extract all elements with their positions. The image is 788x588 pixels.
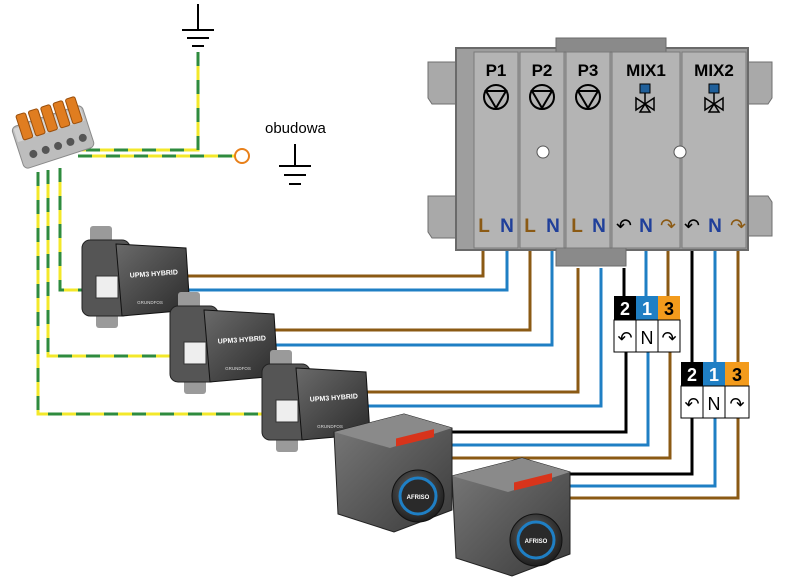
pump2-model: UPM3 HYBRID xyxy=(218,335,267,345)
wire-p2-live xyxy=(270,250,532,332)
terminal-mix2-close: ↶ xyxy=(684,216,700,237)
terminal-mix2-open: ↷ xyxy=(730,216,746,237)
terminal-p2-l: L xyxy=(524,216,536,237)
wire-act1-brown xyxy=(440,350,672,460)
earth-label: obudowa xyxy=(265,120,327,137)
pump3-model: UPM3 HYBRID xyxy=(310,393,359,403)
terminal-p1-l: L xyxy=(478,216,490,237)
circulation-pump-2: UPM3 HYBRID GRUNDFOS xyxy=(169,292,279,394)
wire-p1-live xyxy=(184,250,485,278)
pump2-brand: GRUNDFOS xyxy=(225,366,251,371)
tb2-num-1: 1 xyxy=(709,365,719,385)
tb2-label-open: ↷ xyxy=(729,394,744,414)
tb1-label-close: ↶ xyxy=(617,328,632,348)
wire-act2-brown xyxy=(552,418,740,500)
controller xyxy=(427,37,773,267)
terminal-mix2-n: N xyxy=(708,216,722,237)
tb1-num-3: 3 xyxy=(664,299,674,319)
channel-label-mix2: MIX2 xyxy=(694,61,734,80)
earth-symbol-housing xyxy=(279,144,311,185)
channel-label-p1: P1 xyxy=(486,61,507,80)
tb1-num-2: 2 xyxy=(620,299,630,319)
wire-p3-neutral xyxy=(358,268,603,408)
terminal-mix1-open: ↷ xyxy=(660,216,676,237)
valve-actuator-1: AFRISO xyxy=(333,413,453,533)
actuator2-brand: AFRISO xyxy=(525,539,548,545)
ground-wires xyxy=(36,52,276,416)
channel-label-p3: P3 xyxy=(578,61,599,80)
pump1-brand: GRUNDFOS xyxy=(137,300,163,305)
channel-label-p2: P2 xyxy=(532,61,553,80)
wire-act1-black xyxy=(440,350,628,434)
terminal-p1-n: N xyxy=(500,216,514,237)
tb2-label-close: ↶ xyxy=(684,394,699,414)
tb2-num-3: 3 xyxy=(732,365,742,385)
tb2-label-n: N xyxy=(708,394,721,414)
wire-act2-blue xyxy=(552,418,717,488)
valve-symbol-icon xyxy=(635,83,724,113)
wire-p1-neutral xyxy=(184,250,509,292)
wago-connector xyxy=(11,96,95,169)
wire-p2-neutral xyxy=(270,250,554,347)
housing-earth-terminal xyxy=(234,148,250,164)
terminal-p3-n: N xyxy=(592,216,606,237)
pump-symbol-icon xyxy=(483,84,601,110)
channel-label-mix1: MIX1 xyxy=(626,61,666,80)
terminal-p3-l: L xyxy=(571,216,583,237)
wires xyxy=(36,52,740,500)
terminal-mix1-close: ↶ xyxy=(616,216,632,237)
terminal-mix1-n: N xyxy=(639,216,653,237)
earth-symbol-top xyxy=(182,4,214,47)
wire-act2-black xyxy=(552,418,694,476)
circulation-pump-3: UPM3 HYBRID GRUNDFOS xyxy=(261,350,371,452)
terminal-p2-n: N xyxy=(546,216,560,237)
pump1-model: UPM3 HYBRID xyxy=(130,269,179,279)
actuator-terminal-block-1: 2 1 3 ↶ N ↷ xyxy=(613,296,681,353)
actuator1-brand: AFRISO xyxy=(407,495,430,501)
pump3-brand: GRUNDFOS xyxy=(317,424,343,429)
tb1-label-n: N xyxy=(641,328,654,348)
tb2-num-2: 2 xyxy=(687,365,697,385)
wire-p3-live xyxy=(358,268,580,394)
tb1-label-open: ↷ xyxy=(661,328,676,348)
actuator-terminal-block-2: 2 1 3 ↶ N ↷ xyxy=(680,362,750,419)
circulation-pump-1: UPM3 HYBRID GRUNDFOS xyxy=(81,226,191,328)
tb1-num-1: 1 xyxy=(642,299,652,319)
valve-actuator-2: AFRISO xyxy=(451,457,571,577)
wire-act1-blue xyxy=(440,350,650,447)
